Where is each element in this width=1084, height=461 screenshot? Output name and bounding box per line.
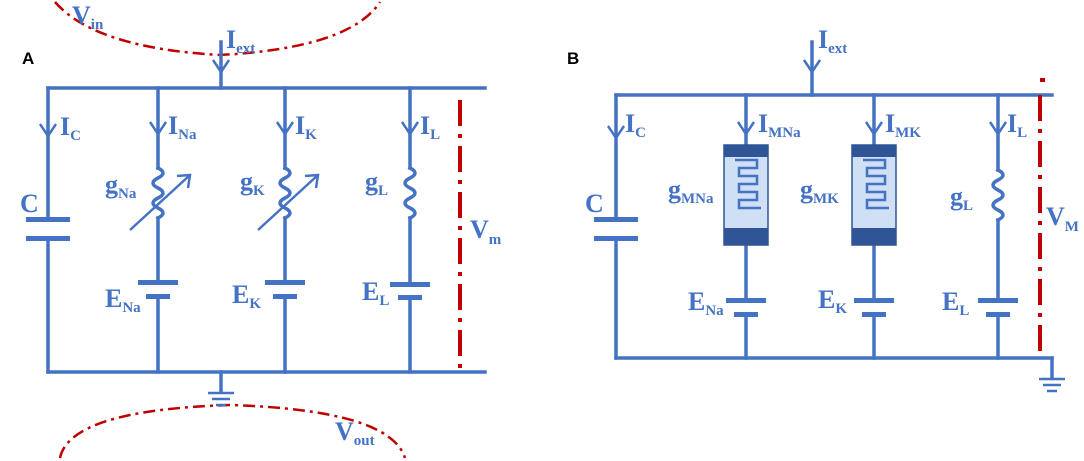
v-m-label: Vm bbox=[470, 215, 502, 248]
k-variable-arrow bbox=[257, 174, 319, 231]
capacitor-branch: IC C bbox=[20, 86, 81, 374]
mk-branch: IMK gMK EK bbox=[800, 93, 921, 360]
svg-text:gK: gK bbox=[240, 167, 265, 199]
i-ext-label-b: Iext bbox=[818, 25, 847, 57]
svg-text:ENa: ENa bbox=[688, 287, 724, 319]
panel-a-letter: A bbox=[22, 49, 34, 68]
capacitor-branch-b: IC C bbox=[585, 93, 646, 360]
i-k-arrow bbox=[275, 121, 295, 137]
svg-text:EK: EK bbox=[232, 280, 261, 312]
v-in-label: Vin bbox=[72, 1, 104, 33]
mna-branch: IMNa gMNa ENa bbox=[668, 93, 801, 360]
na-branch: INa gNa ENa bbox=[105, 86, 197, 374]
k-branch: IK gK EK bbox=[232, 86, 320, 374]
i-ext-arrow bbox=[211, 59, 231, 75]
ground-icon-b bbox=[1039, 356, 1065, 393]
svg-text:ENa: ENa bbox=[105, 284, 141, 316]
i-ext-label: Iext bbox=[226, 25, 255, 57]
svg-text:EK: EK bbox=[818, 285, 847, 317]
ground-icon bbox=[208, 370, 234, 407]
svg-text:gMK: gMK bbox=[800, 175, 839, 207]
i-l-arrow bbox=[400, 121, 420, 137]
svg-text:gL: gL bbox=[950, 182, 973, 214]
i-c-label: IC bbox=[60, 112, 81, 144]
svg-text:IL: IL bbox=[420, 111, 440, 143]
svg-text:INa: INa bbox=[168, 111, 197, 143]
v-out-label: Vout bbox=[335, 417, 375, 449]
leak-branch-b: IL gL EL bbox=[942, 93, 1027, 360]
svg-text:EL: EL bbox=[942, 287, 969, 319]
svg-text:C: C bbox=[585, 189, 604, 218]
capacitor-label: C bbox=[20, 189, 39, 218]
svg-text:IL: IL bbox=[1007, 109, 1027, 141]
svg-text:gMNa: gMNa bbox=[668, 175, 714, 207]
panel-b: B Iext IC C bbox=[567, 25, 1079, 393]
svg-text:IC: IC bbox=[625, 109, 646, 141]
svg-text:IMK: IMK bbox=[885, 109, 921, 141]
svg-text:IMNa: IMNa bbox=[758, 109, 801, 141]
na-variable-arrow bbox=[129, 174, 191, 231]
v-in-boundary bbox=[54, 1, 382, 57]
svg-text:gL: gL bbox=[365, 167, 388, 199]
v-out-boundary bbox=[58, 403, 407, 459]
i-na-arrow bbox=[148, 121, 168, 137]
mk-memristor-icon bbox=[851, 144, 897, 246]
panel-b-letter: B bbox=[567, 49, 579, 68]
i-ext-arrow-b bbox=[802, 59, 822, 75]
svg-text:EL: EL bbox=[362, 277, 389, 309]
leak-branch: IL gL EL bbox=[362, 86, 440, 374]
mna-memristor-icon bbox=[723, 144, 769, 246]
svg-text:IK: IK bbox=[295, 111, 317, 143]
v-m-label-b: VM bbox=[1046, 202, 1079, 235]
panel-a: A Vin Vout Iext IC C bbox=[20, 1, 502, 459]
i-c-arrow bbox=[38, 123, 58, 139]
svg-text:gNa: gNa bbox=[105, 170, 137, 202]
